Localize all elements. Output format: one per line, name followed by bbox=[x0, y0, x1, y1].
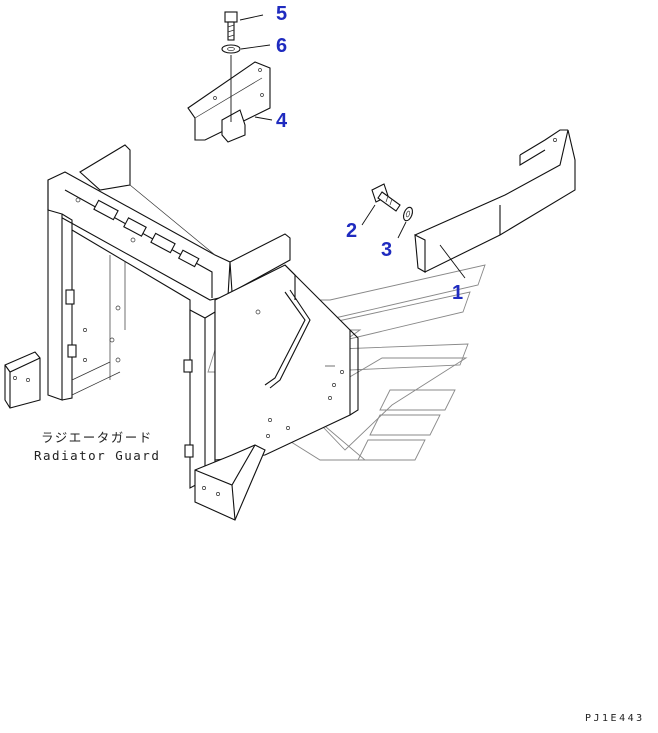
callout-2: 2 bbox=[346, 220, 358, 242]
washer-part-6 bbox=[221, 44, 241, 54]
caption-japanese: ラジエータガード bbox=[41, 430, 153, 445]
bracket-part-4 bbox=[187, 55, 271, 143]
callout-3: 3 bbox=[381, 239, 393, 261]
radiator-guard-frame bbox=[4, 144, 359, 521]
washer-part-3 bbox=[397, 206, 414, 239]
leader-6 bbox=[240, 44, 271, 50]
drawing-code: PJ1E443 bbox=[585, 713, 645, 724]
caption-english: Radiator Guard bbox=[34, 448, 161, 463]
callout-6: 6 bbox=[276, 35, 288, 57]
callout-5: 5 bbox=[276, 3, 288, 25]
leader-5 bbox=[239, 14, 264, 21]
leader-4 bbox=[254, 116, 273, 121]
bolt-part-5 bbox=[224, 11, 238, 41]
callout-1: 1 bbox=[452, 282, 464, 304]
callout-4: 4 bbox=[276, 110, 288, 132]
bolt-part-2 bbox=[361, 183, 401, 226]
cover-part-1 bbox=[414, 129, 576, 279]
